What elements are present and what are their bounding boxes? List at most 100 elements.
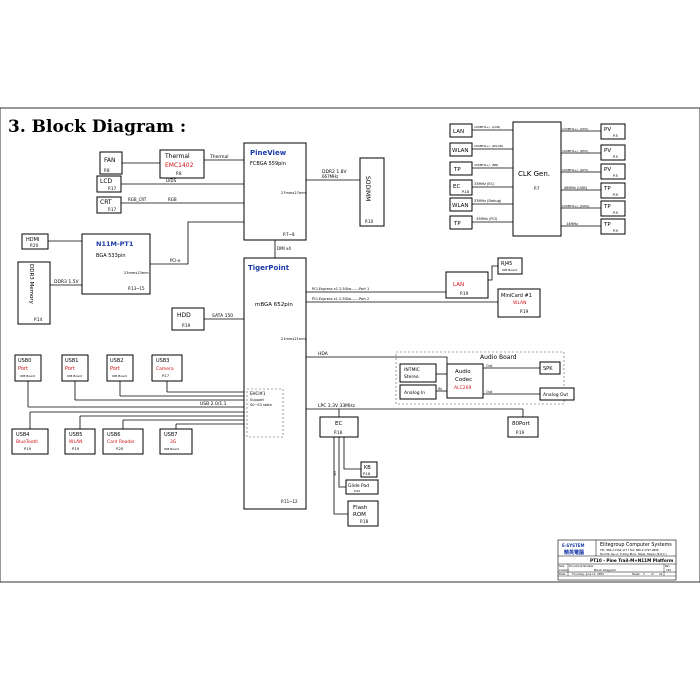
svg-text:P.18: P.18 xyxy=(360,519,369,524)
svg-text:CRT: CRT xyxy=(100,199,112,206)
clk-right-devices: PV P.5 PV P.5 PV P.5 TP P.9 TP P.9 TP P.… xyxy=(600,123,626,235)
svg-text:SATA 150: SATA 150 xyxy=(212,313,233,319)
svg-text:Analog Out: Analog Out xyxy=(543,392,568,398)
ddr3-memory: DDR3 Memory P.14 xyxy=(17,261,51,325)
svg-text:HDMI: HDMI xyxy=(26,237,39,243)
svg-text:mBGA 652pin: mBGA 652pin xyxy=(255,302,293,308)
svg-text:ROM: ROM xyxy=(353,512,366,518)
svg-text:P.5: P.5 xyxy=(613,134,618,138)
svg-text:TP: TP xyxy=(603,222,611,228)
svg-text:ALC269: ALC269 xyxy=(454,385,471,391)
svg-text:100MHz+/- (DMI): 100MHz+/- (DMI) xyxy=(562,149,588,153)
svg-text:Thermal: Thermal xyxy=(209,154,229,160)
svg-text:Elitegroup Computer Systems: Elitegroup Computer Systems xyxy=(600,542,672,548)
svg-text:FAN: FAN xyxy=(104,157,116,164)
svg-text:100MHz+/- (NB): 100MHz+/- (NB) xyxy=(474,163,498,167)
svg-text:PT10 - Pine Trail-M+N11M Platf: PT10 - Pine Trail-M+N11M Platform xyxy=(590,558,674,563)
svg-text:RGB_CRT: RGB_CRT xyxy=(128,197,147,202)
svg-text:LCD: LCD xyxy=(100,178,113,185)
svg-text:USB4: USB4 xyxy=(16,432,29,438)
svg-text:FCBGA 559pin: FCBGA 559pin xyxy=(250,161,286,167)
svg-text:USB0: USB0 xyxy=(18,358,31,364)
port80-block: 80Port P.19 xyxy=(507,416,539,438)
logo-text: E-SYSTEM xyxy=(562,543,585,548)
svg-text:TP: TP xyxy=(603,186,611,192)
svg-text:CLK Gen.: CLK Gen. xyxy=(518,170,550,178)
svg-text:100MHz+/- (LAN): 100MHz+/- (LAN) xyxy=(474,125,500,129)
glidepad-block: Glide Pad P.20 xyxy=(345,479,379,495)
svg-text:HDA: HDA xyxy=(318,351,329,357)
svg-text:P.18: P.18 xyxy=(363,472,370,476)
svg-text:P.9: P.9 xyxy=(613,229,618,233)
svg-text:PCI-Express x1 2.5Gbs------Por: PCI-Express x1 2.5Gbs------Port 1 xyxy=(312,287,369,291)
svg-text:BGA 533pin: BGA 533pin xyxy=(96,253,126,259)
svg-text:PV: PV xyxy=(604,148,611,154)
svg-text:DDR2 1.8V: DDR2 1.8V xyxy=(322,169,348,175)
svg-text:Thursday, June 11, 2009: Thursday, June 11, 2009 xyxy=(572,572,604,576)
svg-text:P.7~8: P.7~8 xyxy=(283,232,295,237)
svg-text:DMI x4: DMI x4 xyxy=(277,246,291,251)
svg-text:USB7: USB7 xyxy=(164,432,177,438)
svg-text:Camera: Camera xyxy=(156,366,174,372)
usb5-block: USB5 WLAN P.19 xyxy=(64,428,96,455)
svg-text:P.5: P.5 xyxy=(613,174,618,178)
svg-text:Sheet: Sheet xyxy=(632,572,640,576)
svg-text:100MHz+/- (WLAN): 100MHz+/- (WLAN) xyxy=(474,144,503,148)
svg-text:P.17: P.17 xyxy=(108,186,117,191)
svg-text:P.20: P.20 xyxy=(30,243,39,248)
svg-text:Glide Pad: Glide Pad xyxy=(348,483,369,489)
svg-text:EHCI#1: EHCI#1 xyxy=(250,391,266,396)
svg-text:USB3: USB3 xyxy=(156,358,169,364)
svg-text:Out: Out xyxy=(486,364,493,368)
rj45-block: RJ45 IOB Board xyxy=(497,257,523,275)
svg-text:Size: Size xyxy=(559,564,565,568)
usb6-block: USB6 Card Reader P.20 xyxy=(102,428,144,455)
clk-left-signals: 100MHz+/- (LAN) 100MHz+/- (WLAN) 100MHz+… xyxy=(474,125,503,221)
thermal-block: Thermal EMC1402 P.8 xyxy=(159,149,205,179)
svg-text:3G: 3G xyxy=(170,439,177,445)
svg-text:N11M-PT1: N11M-PT1 xyxy=(96,240,134,248)
svg-text:Flash: Flash xyxy=(353,505,368,511)
svg-text:USB1: USB1 xyxy=(65,358,78,364)
svg-text:IN: IN xyxy=(438,387,442,391)
svg-text:DDR3 Memory: DDR3 Memory xyxy=(28,264,34,305)
sodimm-block: SODIMM P.10 xyxy=(359,157,385,227)
svg-text:No.239, Sec.2, Ti-Ding Blvd.,: No.239, Sec.2, Ti-Ding Blvd., Taipei, Ta… xyxy=(600,552,667,556)
wires xyxy=(27,129,601,515)
svg-text:WLAN: WLAN xyxy=(452,203,469,209)
hdd-block: HDD P.19 xyxy=(171,307,205,331)
svg-text:P.19: P.19 xyxy=(72,447,79,451)
svg-text:P.20: P.20 xyxy=(116,447,123,451)
svg-text:23mmx23mm: 23mmx23mm xyxy=(124,271,149,275)
svg-text:TigerPoint: TigerPoint xyxy=(248,264,290,272)
page-title: 3. Block Diagram : xyxy=(8,117,186,137)
lan-block: LAN P.19 xyxy=(445,271,489,299)
flash-rom-block: Flash ROM P.18 xyxy=(347,500,379,527)
svg-text:USB6: USB6 xyxy=(107,432,120,438)
svg-text:P.19: P.19 xyxy=(460,291,469,296)
usb4-block: USB4 BlueTooth P.19 xyxy=(11,428,49,455)
svg-text:P.19: P.19 xyxy=(520,309,529,314)
svg-text:IOB Board: IOB Board xyxy=(112,374,127,378)
svg-text:P.13~15: P.13~15 xyxy=(128,286,145,291)
svg-text:EC: EC xyxy=(453,184,460,190)
ec-block: EC P.18 xyxy=(319,416,359,438)
svg-text:BlueTooth: BlueTooth xyxy=(16,439,38,445)
svg-text:Analog In: Analog In xyxy=(404,390,425,396)
svg-text:P.18: P.18 xyxy=(334,430,343,435)
svg-text:P.7: P.7 xyxy=(534,186,540,191)
svg-text:Stereo: Stereo xyxy=(404,374,419,380)
svg-text:80Port: 80Port xyxy=(512,421,531,427)
svg-text:MiniCard #1: MiniCard #1 xyxy=(501,293,532,299)
svg-text:P.17: P.17 xyxy=(108,207,117,212)
svg-text:33MHz (Debug): 33MHz (Debug) xyxy=(474,199,502,203)
svg-text:100MHz+/- (SATA): 100MHz+/- (SATA) xyxy=(562,204,589,208)
svg-text:Audio: Audio xyxy=(455,369,471,375)
svg-text:41: 41 xyxy=(659,572,663,576)
svg-text:P.9: P.9 xyxy=(613,211,618,215)
logo-chinese: 精英電腦 xyxy=(564,549,584,556)
svg-text:SPK: SPK xyxy=(543,366,553,372)
usb1-block: USB1 Port IOB Board xyxy=(61,354,89,382)
svg-text:P.5: P.5 xyxy=(613,155,618,159)
